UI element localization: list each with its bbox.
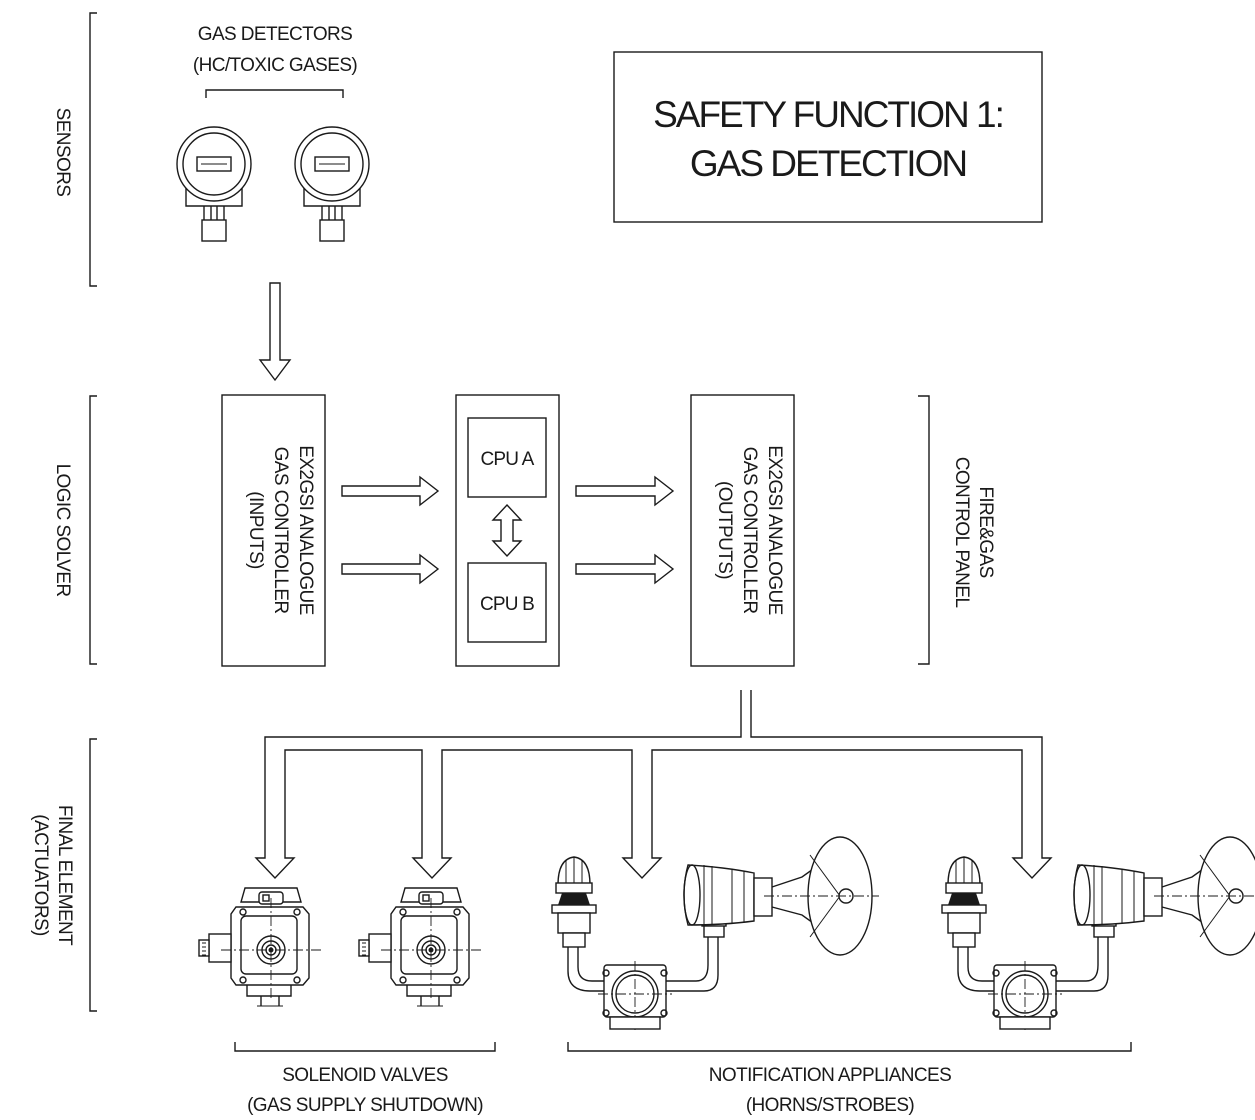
final-element-bracket <box>89 738 97 1012</box>
cpu-a-box <box>467 417 547 498</box>
title-box <box>613 51 1043 223</box>
output-controller-line1: EX2GSI ANALOGUE <box>764 445 785 614</box>
solenoid-valve-2-icon <box>358 887 484 1007</box>
panel-bracket <box>918 395 930 665</box>
output-distribution-bus <box>254 690 1053 880</box>
notification-appliances-label-line1: NOTIFICATION APPLIANCES <box>709 1065 951 1086</box>
cpu-to-output-arrow-bottom <box>575 553 675 585</box>
final-element-label-line2: (ACTUATORS) <box>30 814 51 936</box>
panel-label-line2: CONTROL PANEL <box>951 457 972 608</box>
gas-detector-1-icon <box>176 126 252 242</box>
notification-appliances-label-line2: (HORNS/STROBES) <box>746 1095 915 1116</box>
output-controller-line2: GAS CONTROLLER <box>739 447 760 614</box>
title-line1: SAFETY FUNCTION 1: <box>653 94 1003 135</box>
horn-strobe-2-icon <box>941 836 1255 1032</box>
gas-detectors-label-line2: (HC/TOXIC GASES) <box>193 55 358 76</box>
sensors-bracket <box>89 12 97 287</box>
horn-strobe-1-icon <box>551 836 880 1032</box>
notification-appliances-bracket <box>567 1042 1132 1052</box>
cpu-b-label: CPU B <box>480 594 534 615</box>
cpu-outer-box <box>455 394 560 667</box>
input-controller-box <box>221 394 326 667</box>
input-controller-line1: EX2GSI ANALOGUE <box>295 445 316 614</box>
input-to-cpu-arrow-bottom <box>341 553 440 585</box>
logic-solver-bracket <box>89 395 97 665</box>
cpu-b-box <box>467 562 547 643</box>
output-controller-line3: (OUTPUTS) <box>714 481 735 579</box>
input-controller-line2: GAS CONTROLLER <box>270 447 291 614</box>
gas-detector-2-icon <box>294 126 370 242</box>
title-line2: GAS DETECTION <box>690 143 966 184</box>
cpu-sync-arrow <box>491 503 523 558</box>
sensors-to-logic-arrow <box>258 282 292 382</box>
solenoid-valves-label-line1: SOLENOID VALVES <box>282 1065 448 1086</box>
panel-label-line1: FIRE&GAS <box>975 486 996 577</box>
logic-solver-label: LOGIC SOLVER <box>52 464 73 597</box>
solenoid-valves-label-line2: (GAS SUPPLY SHUTDOWN) <box>247 1095 483 1116</box>
output-controller-box <box>690 394 795 667</box>
input-controller-line3: (INPUTS) <box>245 491 266 569</box>
final-element-label-line1: FINAL ELEMENT <box>54 805 75 946</box>
solenoid-valve-1-icon <box>198 887 324 1007</box>
solenoid-valves-bracket <box>234 1042 496 1052</box>
gas-detectors-label-line1: GAS DETECTORS <box>198 24 352 45</box>
input-to-cpu-arrow-top <box>341 475 440 507</box>
sensors-label: SENSORS <box>52 108 73 197</box>
cpu-a-label: CPU A <box>480 449 534 470</box>
gas-detectors-bracket <box>205 89 344 98</box>
cpu-to-output-arrow-top <box>575 475 675 507</box>
